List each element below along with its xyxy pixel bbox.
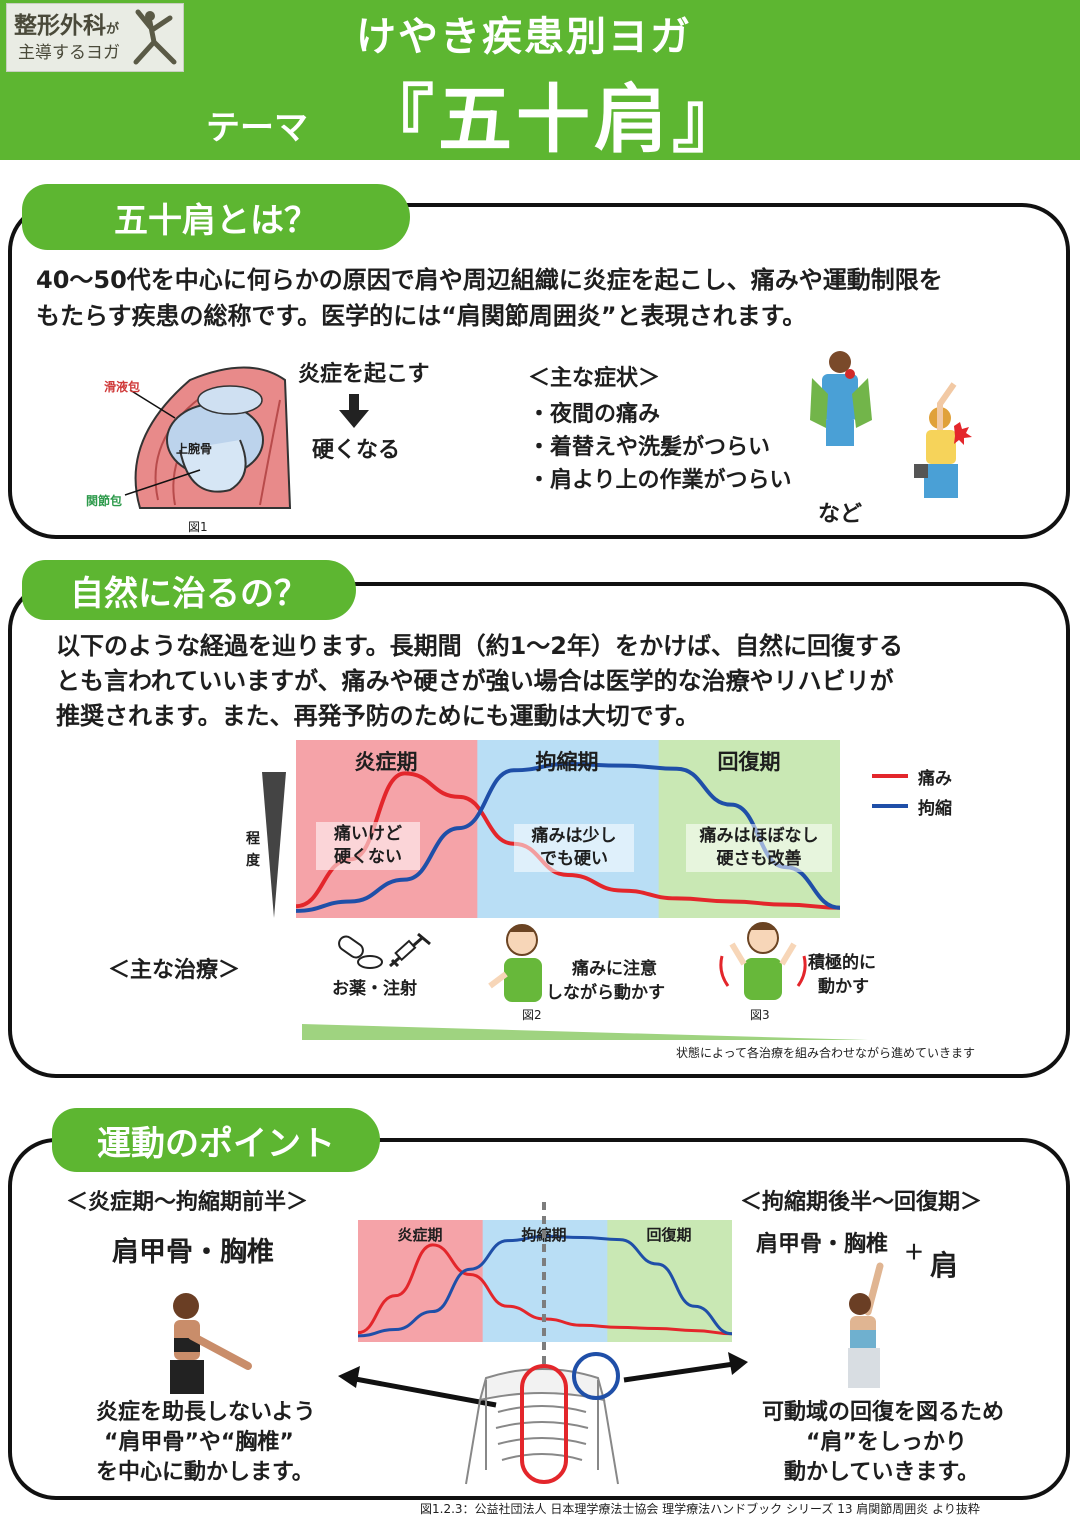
left-desc-1: 炎症を助長しないよう bbox=[96, 1400, 316, 1425]
treatment-progress-wedge bbox=[302, 1024, 868, 1040]
logo-text-2: 主導するヨガ bbox=[18, 43, 120, 63]
course-line-3: 推奨されます。また、再発予防のためにも運動は大切です。 bbox=[56, 702, 700, 730]
arrow-down-icon bbox=[339, 394, 369, 428]
phase-course-chart-small bbox=[358, 1220, 732, 1342]
legend-contracture-label: 拘縮 bbox=[918, 799, 952, 819]
phase-note: 痛みは少しでも硬い bbox=[514, 824, 634, 872]
section-heading-natural-recovery: 自然に治るの？ bbox=[22, 560, 356, 620]
intro-line-1: 40〜50代を中心に何らかの原因で肩や周辺組織に炎症を起こし、痛みや運動制限を bbox=[36, 266, 943, 294]
humerus-label: 上腕骨 bbox=[176, 442, 213, 456]
pain-series-line bbox=[358, 1243, 732, 1336]
woman-arm-raise-illustration bbox=[848, 1262, 884, 1388]
right-phase-title: ＜拘縮期後半〜回復期＞ bbox=[740, 1190, 983, 1215]
phase-label: 炎症期 bbox=[354, 750, 418, 774]
y-label-2: 度 bbox=[246, 853, 260, 869]
course-line-2: とも言われていいますが、痛みや硬さが強い場合は医学的な治療やリハビリが bbox=[56, 667, 894, 695]
right-target: 肩甲骨・胸椎 bbox=[756, 1232, 889, 1257]
woman-shoulder-pain-illustration bbox=[914, 382, 972, 498]
plus-sign: ＋ bbox=[904, 1240, 924, 1264]
theme-title: 『五十肩』 bbox=[360, 77, 750, 163]
symptom-item: ・肩より上の作業がつらい bbox=[528, 468, 792, 493]
legend-pain-swatch bbox=[872, 774, 908, 778]
flow-top-text: 炎症を起こす bbox=[298, 362, 430, 387]
woman-stretch-illustration bbox=[170, 1293, 252, 1394]
source-citation: 図1.2.3：公益社団法人 日本理学療法士協会 理学療法ハンドブック シリーズ … bbox=[420, 1502, 980, 1516]
flow-bottom-text: 硬くなる bbox=[312, 438, 401, 463]
phase-note: 痛みはほぼなし硬さも改善 bbox=[686, 824, 832, 872]
treatment-active-1: 積極的に bbox=[808, 953, 876, 973]
intro-line-2: もたらす疾患の総称です。医学的には“肩関節周囲炎”と表現されます。 bbox=[36, 302, 807, 330]
treatment-footnote: 状態によって各治療を組み合わせながら進めていきます bbox=[676, 1046, 976, 1060]
phase-label-small: 回復期 bbox=[646, 1226, 692, 1244]
section-heading-exercise-points: 運動のポイント bbox=[52, 1108, 380, 1172]
left-target: 肩甲骨・胸椎 bbox=[112, 1237, 274, 1268]
etc-text: など bbox=[818, 502, 863, 527]
legend-pain-label: 痛み bbox=[918, 769, 952, 789]
symptom-item: ・夜間の痛み bbox=[528, 402, 661, 427]
phase-note: 痛いけど硬くない bbox=[316, 822, 420, 870]
treatment-active-2: 動かす bbox=[818, 977, 869, 997]
figure2-caption: 図2 bbox=[522, 1008, 542, 1022]
symptom-item: ・着替えや洗髪がつらい bbox=[528, 435, 771, 460]
figure1-caption: 図1 bbox=[188, 520, 208, 534]
subtitle: けやき疾患別ヨガ bbox=[356, 14, 692, 60]
left-desc-3: を中心に動かします。 bbox=[96, 1460, 314, 1485]
legend-contracture-swatch bbox=[872, 804, 908, 808]
logo-text-1: 整形外科が bbox=[14, 13, 120, 39]
right-desc-1: 可動域の回復を図るため bbox=[762, 1400, 1005, 1425]
treatment-medicine: お薬・注射 bbox=[332, 979, 417, 999]
course-line-1: 以下のような経過を辿ります。長期間（約1〜2年）をかけば、自然に回復する bbox=[56, 632, 903, 660]
section-heading-what-is: 五十肩とは？ bbox=[22, 184, 410, 250]
left-phase-title: ＜炎症期〜拘縮期前半＞ bbox=[66, 1190, 309, 1215]
exercise-gentle-illustration bbox=[488, 924, 542, 1002]
phase-label: 拘縮期 bbox=[535, 750, 599, 774]
medicine-injection-icon bbox=[338, 932, 431, 969]
bursa-label: 滑液包 bbox=[104, 380, 141, 394]
figure3-caption: 図3 bbox=[750, 1008, 770, 1022]
yoga-pose-icon bbox=[133, 9, 177, 65]
theme-label: テーマ bbox=[206, 108, 308, 148]
treatment-gentle-2: しながら動かす bbox=[546, 983, 665, 1003]
left-desc-2: “肩甲骨”や“胸椎” bbox=[104, 1430, 294, 1455]
treatment-title: ＜主な治療＞ bbox=[108, 958, 241, 983]
exercise-active-illustration bbox=[719, 922, 807, 1000]
skeleton-arrows-illustration bbox=[338, 1202, 748, 1485]
symptoms-title: ＜主な症状＞ bbox=[528, 366, 661, 391]
right-target-2: 肩 bbox=[930, 1249, 959, 1282]
woman-dressing-illustration bbox=[810, 351, 872, 446]
treatment-gentle-1: 痛みに注意 bbox=[572, 959, 657, 979]
phase-band bbox=[358, 1220, 484, 1342]
right-desc-3: 動かしていきます。 bbox=[784, 1460, 980, 1485]
right-desc-2: “肩”をしっかり bbox=[806, 1430, 967, 1455]
y-label-1: 程 bbox=[246, 831, 260, 847]
phase-label-small: 炎症期 bbox=[397, 1226, 443, 1244]
phase-label: 回復期 bbox=[717, 750, 781, 774]
shoulder-anatomy-figure bbox=[124, 366, 292, 509]
degree-wedge-icon bbox=[262, 772, 286, 918]
capsule-label: 関節包 bbox=[86, 494, 123, 508]
